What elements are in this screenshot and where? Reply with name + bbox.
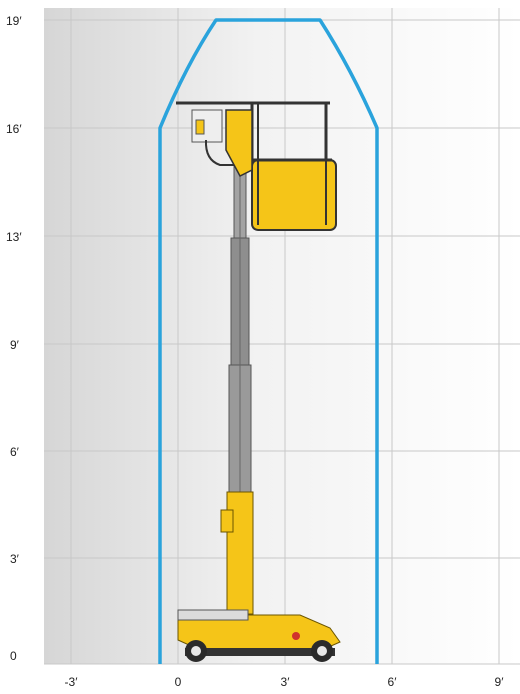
x-tick-label: 0 <box>175 675 182 689</box>
y-tick-label: 0 <box>10 649 17 663</box>
front-wheel-hub <box>191 646 201 656</box>
plot-background <box>44 8 520 664</box>
working-envelope <box>158 18 379 664</box>
y-axis-labels: 19′ 16′ 13′ 9′ 6′ 3′ 0 <box>6 14 22 663</box>
rear-wheel-hub <box>317 646 327 656</box>
chassis-bottom <box>185 648 335 656</box>
y-tick-label: 3′ <box>10 552 20 566</box>
vertical-mast-lift-illustration <box>176 101 341 662</box>
control-panel-yellow <box>195 119 205 135</box>
y-tick-label: 19′ <box>6 14 22 28</box>
control-button-red <box>292 632 300 640</box>
x-tick-label: 3′ <box>281 675 291 689</box>
y-tick-label: 6′ <box>10 445 20 459</box>
x-axis-labels: -3′ 0 3′ 6′ 9′ <box>65 675 505 689</box>
y-tick-label: 13′ <box>6 230 22 244</box>
mast-side-plate <box>220 509 234 533</box>
cable-loop <box>204 139 234 166</box>
x-tick-label: 9′ <box>495 675 505 689</box>
chassis-top-cover <box>177 609 249 621</box>
y-tick-label: 16′ <box>6 122 22 136</box>
x-tick-label: 6′ <box>388 675 398 689</box>
platform-mount <box>225 109 253 177</box>
platform-floor <box>251 159 337 231</box>
x-tick-label: -3′ <box>65 675 79 689</box>
y-tick-label: 9′ <box>10 338 20 352</box>
